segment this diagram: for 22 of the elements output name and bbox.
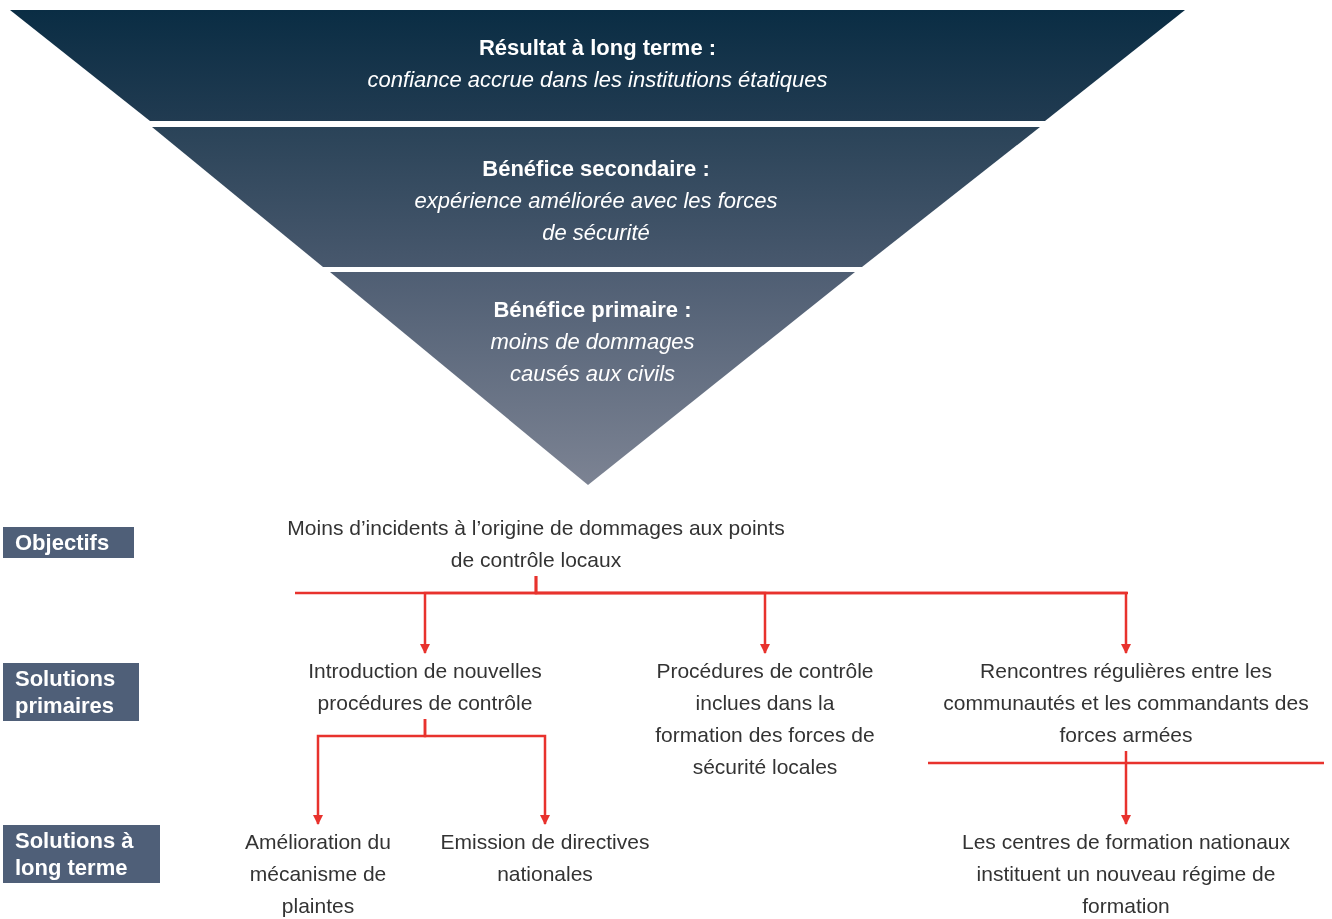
solution-text: Les centres de formation nationaux instituent un nouveau régime de formation (940, 826, 1312, 919)
pyramid-band (10, 10, 1185, 121)
band-text: confiance accrue dans les institutions étatiques (366, 66, 829, 94)
row-label: Solutions primaires (3, 663, 139, 721)
solution-text: Procédures de contrôle inclues dans la formation des forces de sécurité locales (650, 655, 880, 783)
solution-text: Emission de directives nationales (420, 826, 670, 890)
arrow (1121, 751, 1131, 825)
pyramid-band (152, 127, 1040, 267)
arrow (423, 719, 550, 825)
band-heading: Résultat à long terme : (477, 34, 718, 62)
solution-text: Rencontres régulières entre les communautés et les commandants des forces armées (925, 655, 1327, 751)
band-text: moins de dommages causés aux civils (489, 328, 696, 388)
arrow (534, 576, 1131, 654)
solution-text: Amélioration du mécanisme de plaintes (228, 826, 408, 919)
row-label: Objectifs (3, 527, 134, 558)
solution-text: Introduction de nouvelles procédures de contrôle (265, 655, 585, 719)
row-label: Solutions à long terme (3, 825, 160, 883)
pyramid-band (330, 272, 855, 485)
band-heading: Bénéfice secondaire : (481, 155, 711, 183)
band-text: expérience améliorée avec les forces de sécurité (413, 187, 779, 247)
objective-text: Moins d’incidents à l’origine de dommages aux points de contrôle locaux (280, 512, 792, 576)
band-heading: Bénéfice primaire : (492, 296, 693, 324)
